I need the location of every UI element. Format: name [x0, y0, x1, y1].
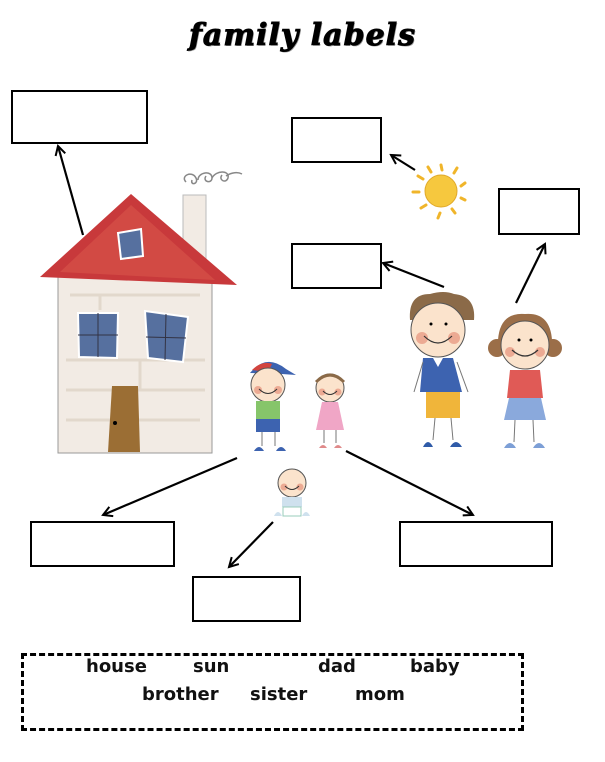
arrow-house	[58, 146, 85, 236]
label-box-baby[interactable]	[192, 576, 301, 622]
word-mom: mom	[355, 684, 405, 705]
dad-figure	[409, 292, 475, 447]
arrow-baby	[229, 521, 274, 567]
sun-icon	[411, 163, 467, 220]
house-icon	[40, 171, 243, 454]
word-house: house	[86, 656, 147, 677]
worksheet-title: family labels	[189, 18, 416, 54]
arrow-brother	[103, 456, 238, 515]
word-baby: baby	[410, 656, 460, 677]
arrow-dad	[383, 263, 445, 289]
label-box-sun[interactable]	[291, 117, 382, 163]
label-box-brother[interactable]	[30, 521, 175, 567]
label-box-mom[interactable]	[498, 188, 580, 235]
word-sun: sun	[193, 656, 230, 677]
label-box-sister[interactable]	[399, 521, 553, 567]
label-box-dad[interactable]	[291, 243, 382, 289]
word-dad: dad	[318, 656, 356, 677]
word-sister: sister	[250, 684, 308, 705]
label-box-house[interactable]	[11, 90, 148, 144]
word-bank	[21, 653, 524, 731]
arrows	[58, 146, 545, 567]
arrow-sister	[345, 450, 473, 515]
baby-figure	[274, 468, 310, 517]
sister-figure	[314, 373, 346, 448]
arrow-mom	[515, 244, 545, 304]
brother-figure	[250, 361, 296, 451]
arrow-sun	[391, 155, 416, 171]
mom-figure	[488, 313, 562, 448]
word-brother: brother	[142, 684, 219, 705]
